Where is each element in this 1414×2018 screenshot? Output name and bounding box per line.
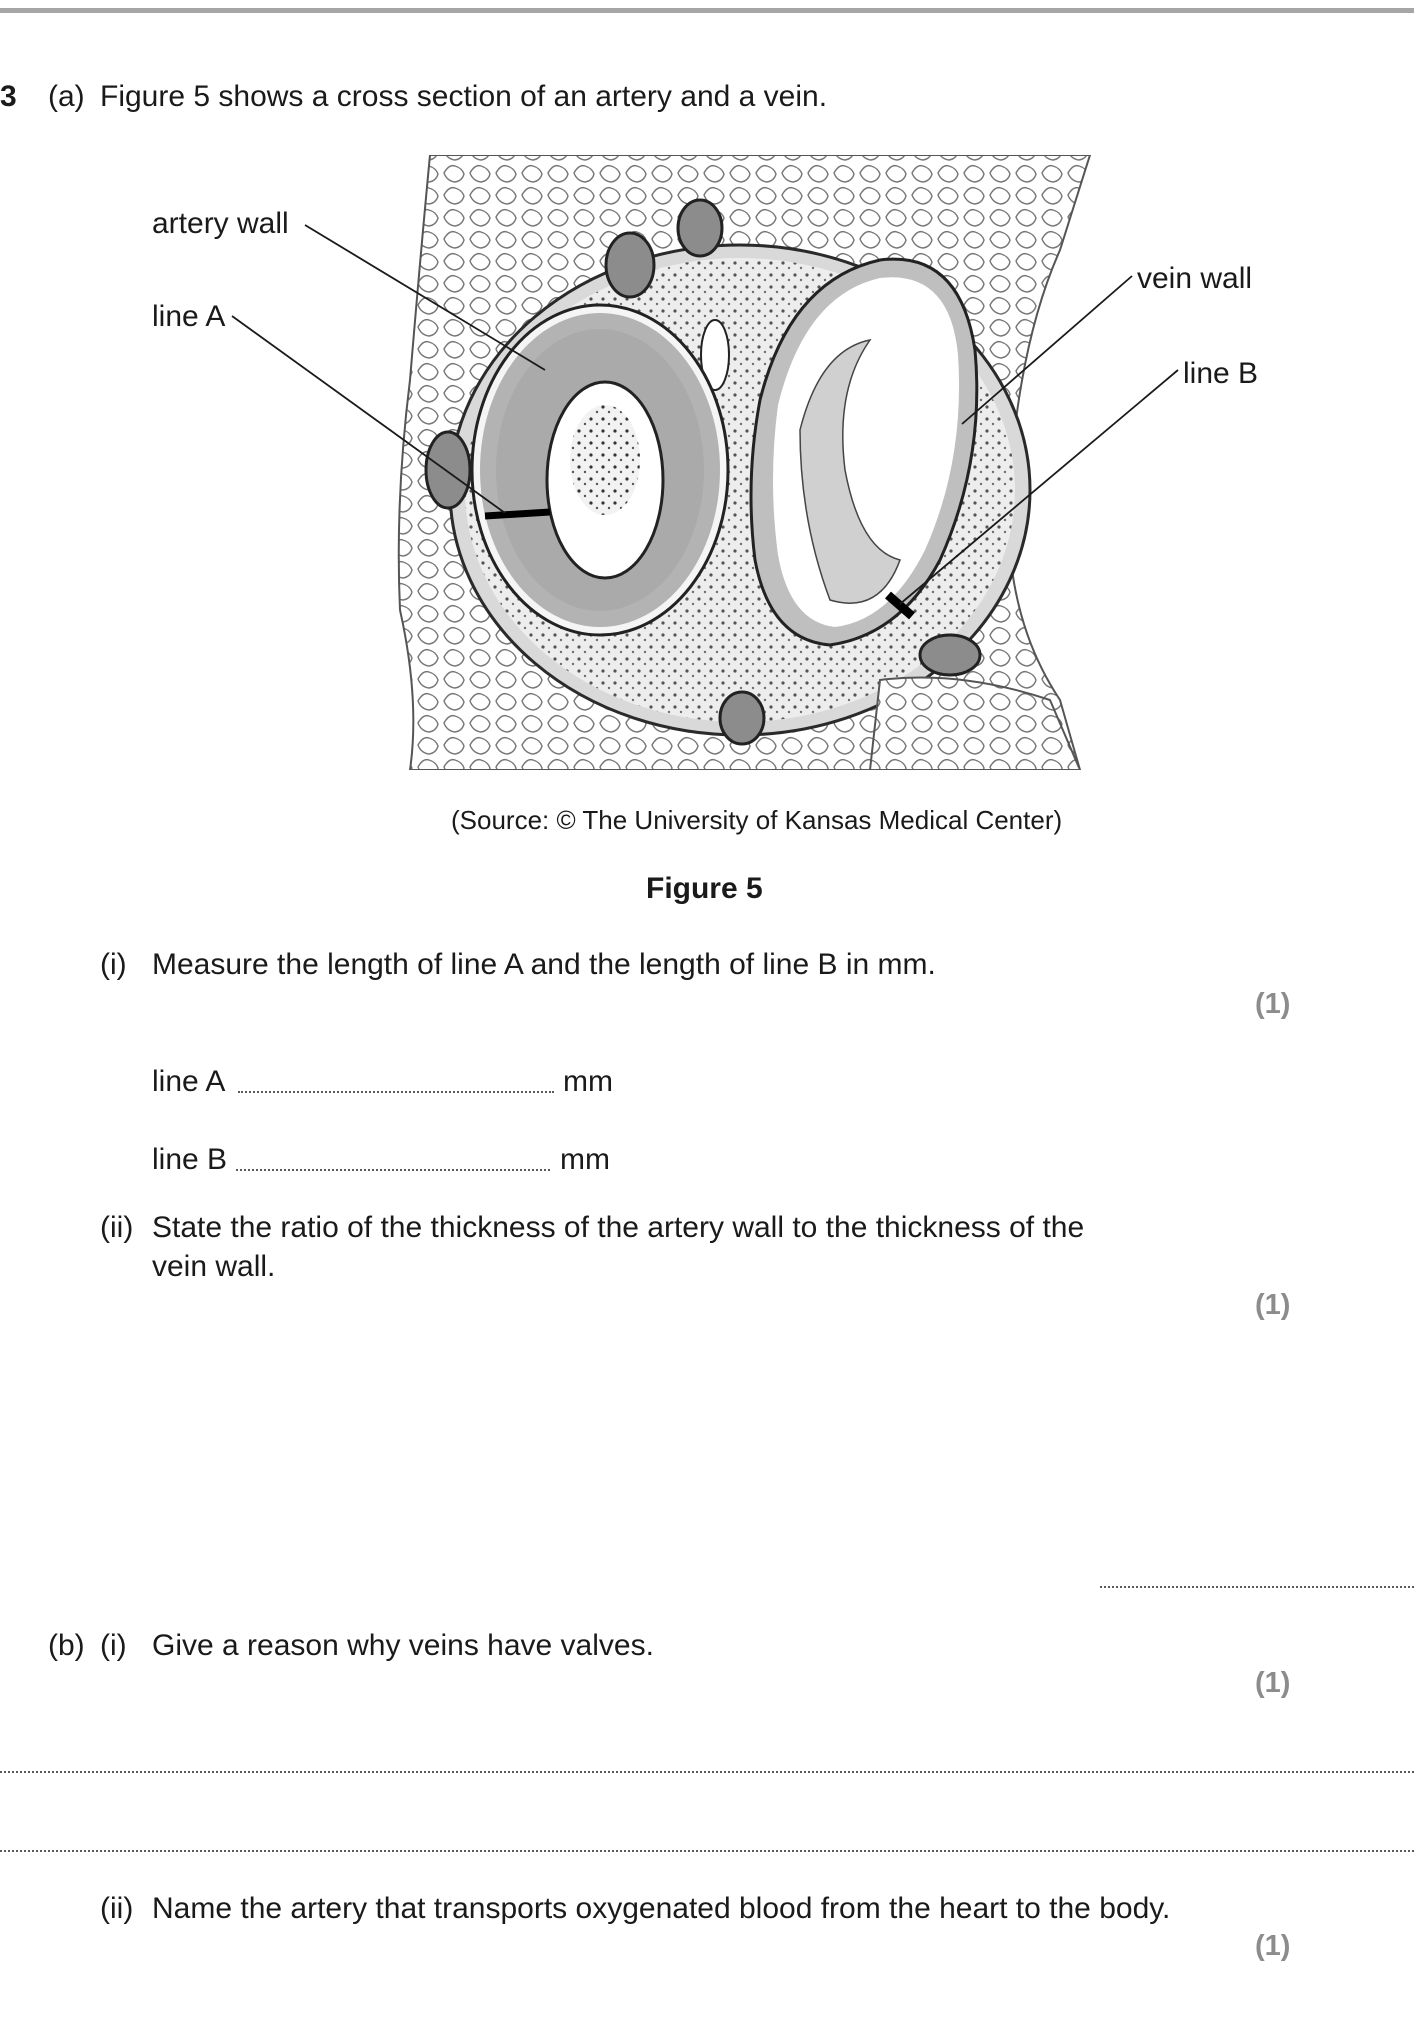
micrograph-image — [397, 155, 1092, 770]
figure-source: (Source: © The University of Kansas Medi… — [451, 805, 1063, 835]
line-a-unit: mm — [563, 1065, 613, 1098]
part-b-ii-text: Name the artery that transports oxygenat… — [152, 1892, 1171, 1925]
part-b-i-answer-line-1[interactable] — [0, 1771, 1414, 1773]
part-b-i-label: (i) — [100, 1629, 127, 1662]
part-a-ii-answer-field[interactable] — [1100, 1586, 1414, 1588]
part-a-i-label: (i) — [100, 948, 127, 981]
line-b-answer-field[interactable] — [236, 1169, 550, 1171]
part-a-i-marks: (1) — [1255, 988, 1291, 1020]
part-a-ii-marks: (1) — [1255, 1289, 1291, 1321]
line-b-mark — [885, 591, 915, 620]
label-vein-wall: vein wall — [1137, 262, 1252, 295]
page-top-rule — [0, 8, 1414, 13]
part-a-intro: Figure 5 shows a cross section of an art… — [100, 80, 828, 113]
part-b-label: (b) — [48, 1629, 85, 1662]
part-b-ii-label: (ii) — [100, 1892, 134, 1925]
label-line-b: line B — [1183, 357, 1258, 390]
line-a-leader — [231, 315, 506, 514]
part-b-i-answer-line-2[interactable] — [0, 1850, 1414, 1852]
line-b-unit: mm — [560, 1143, 610, 1176]
vein-wall-leader — [961, 275, 1133, 425]
line-b-leader — [899, 369, 1179, 605]
artery-wall-leader — [304, 224, 546, 371]
part-a-ii-text-line1: State the ratio of the thickness of the … — [152, 1211, 1085, 1244]
line-a-answer-field[interactable] — [238, 1091, 554, 1093]
label-line-a: line A — [152, 300, 225, 333]
part-a-label: (a) — [48, 80, 85, 113]
part-b-ii-marks: (1) — [1255, 1930, 1291, 1962]
question-number: 3 — [0, 80, 17, 113]
line-a-mark — [484, 508, 551, 520]
line-a-answer-label: line A — [152, 1065, 226, 1098]
part-a-i-text: Measure the length of line A and the len… — [152, 948, 936, 981]
part-a-ii-text-line2: vein wall. — [152, 1250, 276, 1283]
figure-title: Figure 5 — [646, 872, 763, 905]
artery-vein-cross-section-figure: artery wall line A vein wall line B — [152, 155, 1258, 770]
part-b-i-marks: (1) — [1255, 1667, 1291, 1699]
part-a-ii-label: (ii) — [100, 1211, 134, 1244]
part-b-i-text: Give a reason why veins have valves. — [152, 1629, 654, 1662]
line-b-answer-label: line B — [152, 1143, 228, 1176]
label-artery-wall: artery wall — [152, 207, 289, 240]
